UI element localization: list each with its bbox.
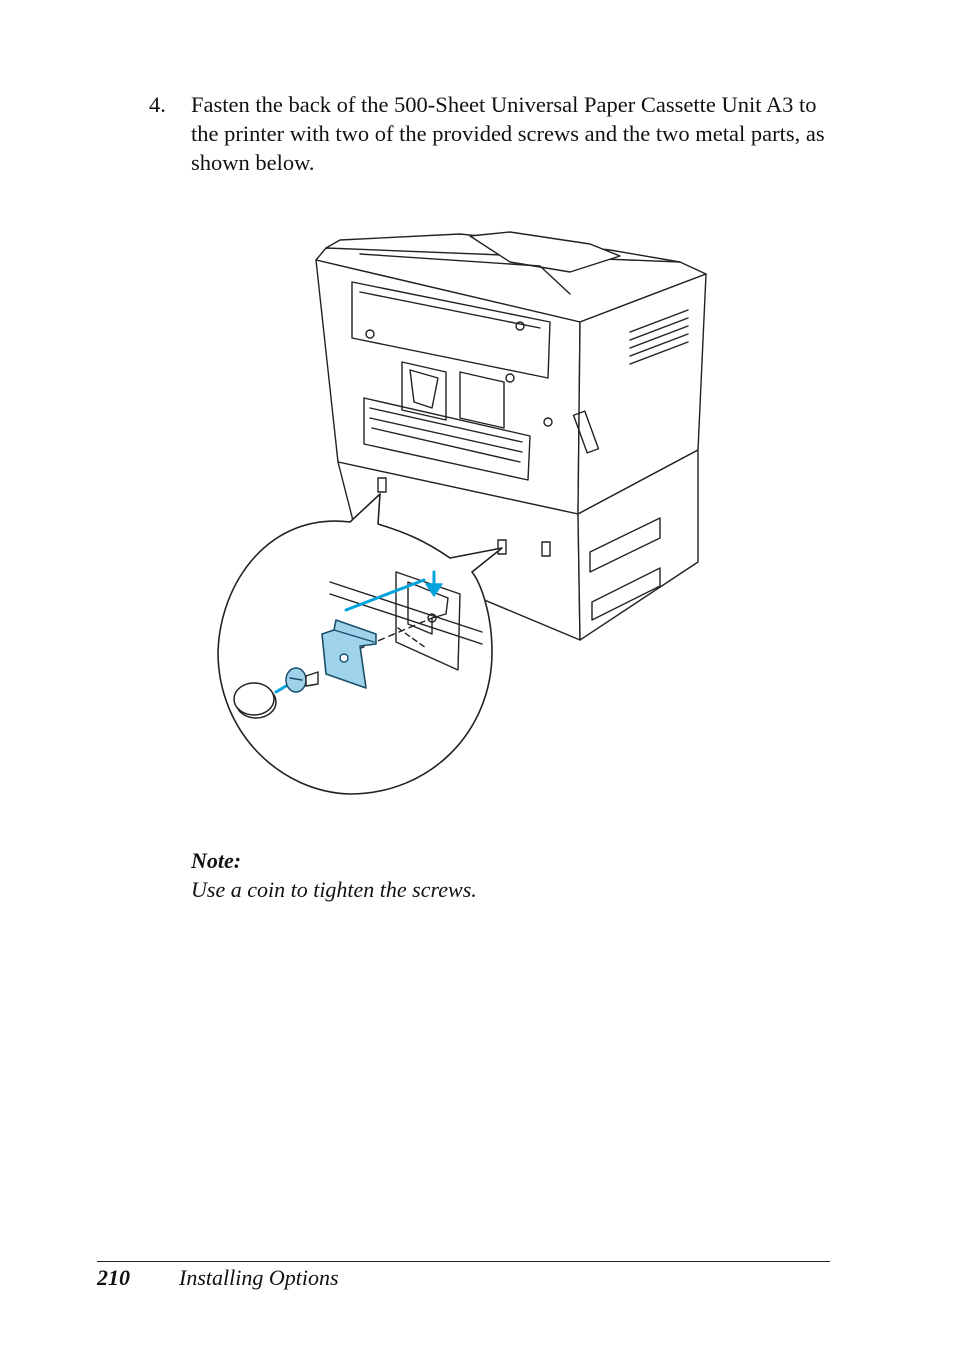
printer-body [315,231,707,515]
note-text: Use a coin to tighten the screws. [191,877,477,902]
coin [233,682,277,719]
metal-part [321,619,377,689]
note-block: Note: Use a coin to tighten the screws. [191,846,477,904]
cassette-unit [337,449,699,641]
section-title: Installing Options [179,1265,339,1290]
step-number: 4. [149,92,166,117]
note-title: Note: [191,848,242,873]
screw [285,667,319,693]
page-number: 210 [97,1265,130,1290]
footer-divider [97,1261,830,1262]
printer-illustration [210,222,715,800]
step-text: Fasten the back of the 500-Sheet Univers… [191,92,825,175]
